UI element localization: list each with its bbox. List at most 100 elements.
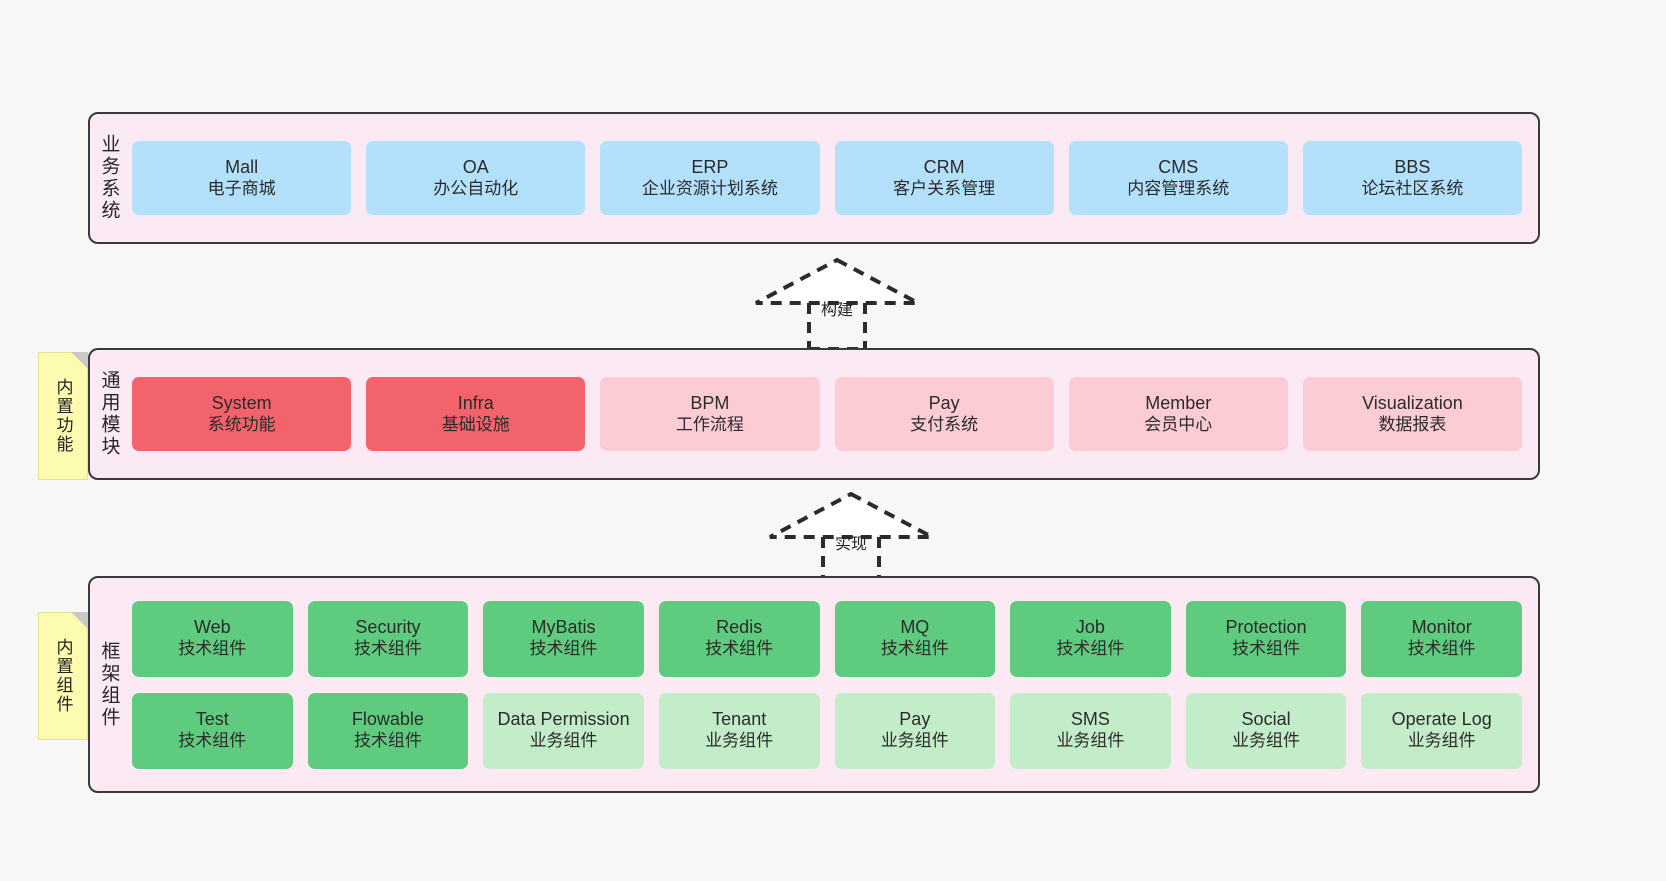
node-job[interactable]: Job 技术组件 (1010, 600, 1171, 677)
node-mybatis[interactable]: MyBatis 技术组件 (483, 600, 644, 677)
node-title: Member (1145, 392, 1212, 413)
node-bpm[interactable]: BPM 工作流程 (600, 377, 820, 451)
node-subtitle: 系统功能 (207, 414, 276, 434)
node-subtitle: 客户关系管理 (893, 178, 996, 198)
layer-caption-business: 业务系统 (98, 134, 120, 222)
node-web[interactable]: Web 技术组件 (132, 600, 293, 677)
node-title: SMS (1070, 709, 1110, 730)
node-title: MQ (900, 617, 930, 638)
common-row: System 系统功能 Infra 基础设施 BPM 工作流程 Pay 支付系统… (132, 377, 1523, 451)
node-title: Mall (225, 156, 259, 177)
node-visualization[interactable]: Visualization 数据报表 (1302, 377, 1523, 451)
node-infra[interactable]: Infra 基础设施 (366, 377, 586, 451)
node-subtitle: 业务组件 (705, 731, 774, 751)
node-title: CRM (923, 156, 965, 177)
node-bbs[interactable]: BBS 论坛社区系统 (1302, 141, 1523, 215)
framework-row-tech: Web 技术组件 Security 技术组件 MyBatis 技术组件 Redi… (132, 600, 1522, 677)
note-builtin-function: 内置功能 (38, 352, 88, 480)
node-title: Protection (1225, 617, 1307, 638)
node-subtitle: 技术组件 (880, 639, 949, 659)
node-subtitle: 电子商城 (207, 178, 276, 198)
layer-caption-framework: 框架组件 (98, 640, 120, 729)
node-security[interactable]: Security 技术组件 (307, 600, 469, 677)
framework-boxes-area: Web 技术组件 Security 技术组件 MyBatis 技术组件 Redi… (128, 578, 1538, 791)
node-subtitle: 技术组件 (353, 639, 422, 659)
node-pay-module[interactable]: Pay 支付系统 (834, 377, 1054, 451)
node-title: System (211, 392, 272, 413)
connector-realize-label: 实现 (834, 536, 867, 553)
node-subtitle: 技术组件 (353, 731, 422, 751)
node-title: BBS (1394, 156, 1431, 177)
node-title: Web (193, 617, 231, 638)
node-subtitle: 基础设施 (441, 414, 510, 434)
node-title: BPM (690, 392, 730, 413)
node-title: OA (462, 156, 489, 177)
node-subtitle: 技术组件 (178, 731, 247, 751)
node-subtitle: 业务组件 (1232, 731, 1301, 751)
node-subtitle: 会员中心 (1144, 414, 1213, 434)
node-cms[interactable]: CMS 内容管理系统 (1068, 141, 1288, 215)
common-boxes-area: System 系统功能 Infra 基础设施 BPM 工作流程 Pay 支付系统… (128, 350, 1538, 478)
node-oa[interactable]: OA 办公自动化 (366, 141, 586, 215)
node-subtitle: 企业资源计划系统 (641, 178, 778, 198)
node-title: ERP (691, 156, 729, 177)
node-subtitle: 技术组件 (1056, 639, 1125, 659)
node-title: Job (1075, 617, 1105, 638)
node-protection[interactable]: Protection 技术组件 (1185, 600, 1347, 677)
node-test[interactable]: Test 技术组件 (132, 692, 293, 769)
node-title: Visualization (1362, 392, 1463, 413)
node-data-permission[interactable]: Data Permission 业务组件 (483, 692, 644, 769)
node-title: Pay (899, 709, 931, 730)
node-title: Redis (716, 617, 763, 638)
node-pay-component[interactable]: Pay 业务组件 (834, 692, 996, 769)
note-label: 内置功能 (53, 378, 73, 454)
node-title: Flowable (351, 709, 424, 730)
node-subtitle: 技术组件 (529, 639, 598, 659)
node-title: Security (355, 617, 421, 638)
node-subtitle: 业务组件 (529, 731, 598, 751)
node-social[interactable]: Social 业务组件 (1185, 692, 1347, 769)
node-subtitle: 业务组件 (1056, 731, 1125, 751)
node-subtitle: 业务组件 (880, 731, 949, 751)
node-tenant[interactable]: Tenant 业务组件 (658, 692, 820, 769)
node-flowable[interactable]: Flowable 技术组件 (307, 692, 469, 769)
node-title: Pay (928, 392, 960, 413)
note-builtin-component: 内置组件 (38, 612, 88, 740)
connector-realize-arrow: 实现 (766, 490, 936, 585)
node-member[interactable]: Member 会员中心 (1068, 377, 1288, 451)
node-title: Test (195, 709, 229, 730)
node-title: CMS (1158, 156, 1199, 177)
node-subtitle: 业务组件 (1407, 731, 1476, 751)
node-title: Monitor (1411, 617, 1472, 638)
layer-panel-business: 业务系统 Mall 电子商城 OA 办公自动化 ERP 企业资源计划系统 CRM… (88, 112, 1540, 244)
node-crm[interactable]: CRM 客户关系管理 (834, 141, 1054, 215)
node-title: MyBatis (531, 617, 596, 638)
note-label: 内置组件 (53, 638, 73, 714)
node-title: Operate Log (1391, 709, 1492, 730)
node-operate-log[interactable]: Operate Log 业务组件 (1361, 692, 1522, 769)
layer-caption-common: 通用模块 (98, 370, 120, 458)
node-system[interactable]: System 系统功能 (132, 377, 352, 451)
node-mq[interactable]: MQ 技术组件 (834, 600, 996, 677)
node-title: Data Permission (497, 709, 630, 730)
node-subtitle: 内容管理系统 (1127, 178, 1230, 198)
business-row: Mall 电子商城 OA 办公自动化 ERP 企业资源计划系统 CRM 客户关系… (132, 141, 1523, 215)
node-redis[interactable]: Redis 技术组件 (658, 600, 820, 677)
arrow-head-triangle (769, 491, 933, 539)
node-subtitle: 技术组件 (1407, 639, 1476, 659)
node-mall[interactable]: Mall 电子商城 (132, 141, 352, 215)
node-subtitle: 支付系统 (910, 414, 979, 434)
node-monitor[interactable]: Monitor 技术组件 (1361, 600, 1522, 677)
node-sms[interactable]: SMS 业务组件 (1010, 692, 1171, 769)
node-subtitle: 工作流程 (675, 414, 744, 434)
node-erp[interactable]: ERP 企业资源计划系统 (600, 141, 820, 215)
node-subtitle: 数据报表 (1378, 414, 1447, 434)
node-subtitle: 技术组件 (1232, 639, 1301, 659)
business-boxes-area: Mall 电子商城 OA 办公自动化 ERP 企业资源计划系统 CRM 客户关系… (128, 114, 1538, 242)
node-subtitle: 技术组件 (178, 639, 247, 659)
node-title: Social (1241, 709, 1291, 730)
framework-row-business: Test 技术组件 Flowable 技术组件 Data Permission … (132, 692, 1522, 769)
node-title: Tenant (712, 709, 767, 730)
node-subtitle: 办公自动化 (433, 178, 519, 198)
